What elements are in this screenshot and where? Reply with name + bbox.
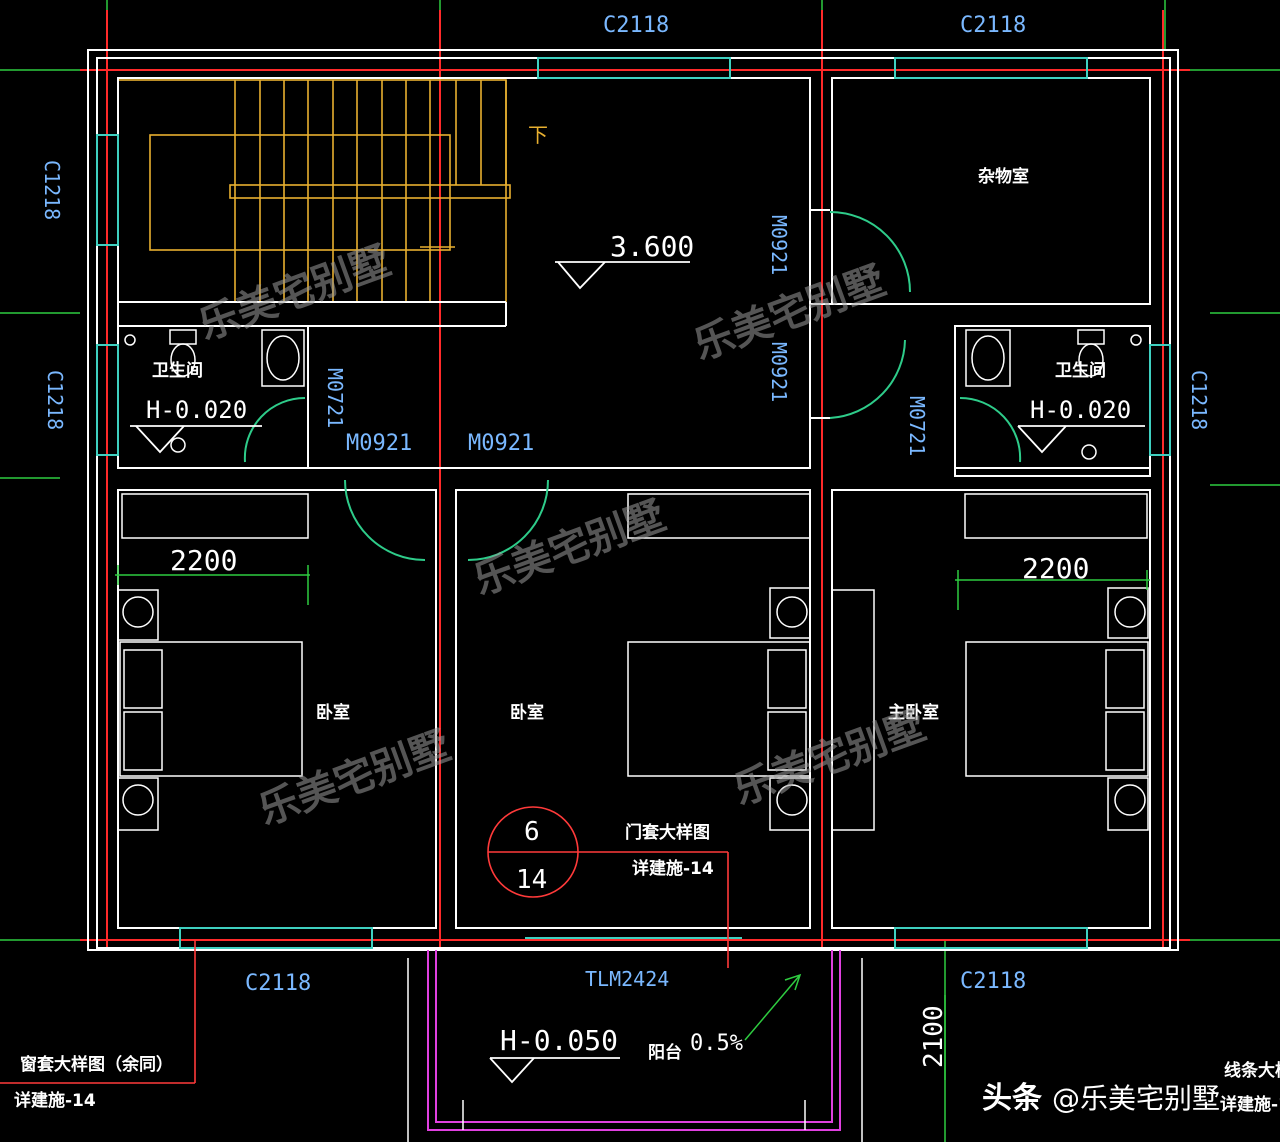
callout-title: 门套大样图 bbox=[625, 822, 710, 843]
bed-mid bbox=[627, 587, 811, 831]
level-bath-left: H-0.020 bbox=[146, 396, 247, 424]
callout-bottom: 14 bbox=[516, 865, 547, 895]
window-label-left-lower: C1218 bbox=[43, 370, 67, 430]
door-swings bbox=[243, 211, 1022, 561]
footer-brand: 头条 bbox=[982, 1081, 1042, 1116]
stair-down-label: 下 bbox=[528, 123, 548, 147]
watermark-5: 乐美宅别墅 bbox=[728, 703, 932, 815]
room-bath-left: 卫生间 bbox=[152, 360, 203, 381]
note-window-ref: 详建施-14 bbox=[14, 1090, 96, 1111]
note-right-title: 线条大样 bbox=[1224, 1060, 1280, 1081]
slope-label: 0.5% bbox=[690, 1031, 743, 1056]
watermark-4: 乐美宅别墅 bbox=[253, 723, 457, 835]
room-bedroom-left: 卧室 bbox=[316, 702, 350, 723]
callout-top: 6 bbox=[524, 817, 540, 847]
level-markers bbox=[130, 261, 1145, 1084]
window-label-right: C1218 bbox=[1187, 370, 1211, 430]
room-bedroom-mid: 卧室 bbox=[510, 702, 544, 723]
note-window-title: 窗套大样图（余同） bbox=[20, 1054, 173, 1075]
door-label-bath-right: M0721 bbox=[905, 396, 929, 456]
walls bbox=[87, 49, 1179, 951]
balcony-rail bbox=[407, 958, 863, 1142]
dim-wardrobe-right: 2200 bbox=[1022, 552, 1089, 585]
bed-master bbox=[831, 587, 1149, 831]
window-label-bottom-right: C2118 bbox=[960, 969, 1026, 994]
window-label-left-upper: C1218 bbox=[40, 160, 64, 220]
balcony-outline bbox=[427, 950, 841, 1131]
room-bedroom-master: 主卧室 bbox=[888, 702, 939, 723]
level-hall: 3.600 bbox=[610, 230, 694, 263]
callout-ref: 详建施-14 bbox=[632, 858, 714, 879]
dim-wardrobe-left: 2200 bbox=[170, 544, 237, 577]
level-bath-right: H-0.020 bbox=[1030, 396, 1131, 424]
door-label-bath-left: M0721 bbox=[323, 368, 347, 428]
dimension-lines bbox=[115, 565, 1150, 1080]
red-axis bbox=[80, 10, 1190, 950]
door-label-balcony: TLM2424 bbox=[585, 967, 669, 991]
watermark-3: 乐美宅别墅 bbox=[468, 493, 672, 605]
bed-left bbox=[117, 589, 303, 831]
window-label-top-left: C2118 bbox=[603, 13, 669, 38]
window-label-top-right: C2118 bbox=[960, 13, 1026, 38]
detail-callout bbox=[0, 806, 729, 1084]
window-label-bottom-left: C2118 bbox=[245, 971, 311, 996]
dim-balcony-depth: 2100 bbox=[919, 1005, 949, 1068]
door-label-storage-top: M0921 bbox=[767, 215, 791, 275]
door-label-bedroom-left: M0921 bbox=[346, 431, 412, 456]
room-storage: 杂物室 bbox=[978, 166, 1029, 187]
windows bbox=[96, 57, 1171, 949]
room-balcony: 阳台 bbox=[648, 1042, 682, 1063]
bath-fixtures bbox=[124, 329, 1142, 460]
note-right-ref: 详建施-1 bbox=[1220, 1094, 1280, 1115]
watermark-1: 乐美宅别墅 bbox=[193, 238, 397, 350]
room-bath-right: 卫生间 bbox=[1055, 360, 1106, 381]
wardrobes bbox=[121, 493, 1148, 539]
door-label-storage-bottom: M0921 bbox=[767, 342, 791, 402]
footer-handle: @乐美宅别墅 bbox=[1052, 1082, 1220, 1115]
door-label-bedroom-mid: M0921 bbox=[468, 431, 534, 456]
level-balcony: H-0.050 bbox=[500, 1024, 618, 1057]
